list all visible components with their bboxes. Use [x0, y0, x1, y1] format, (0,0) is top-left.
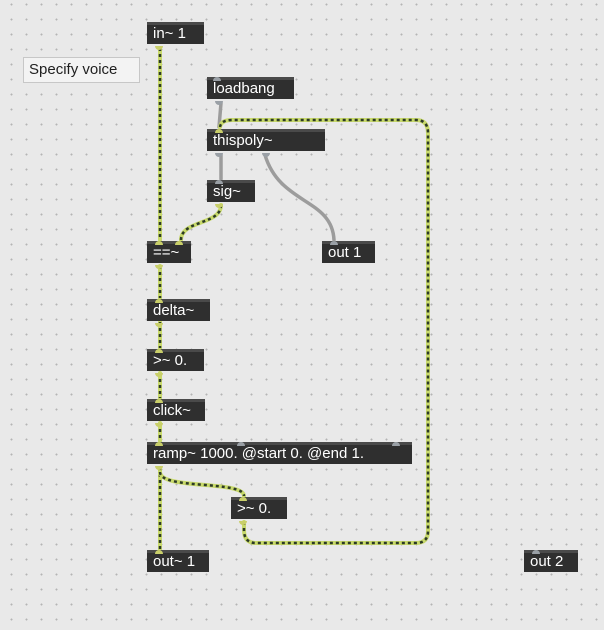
inlet-port[interactable]	[155, 299, 163, 303]
in-tilde-1-object[interactable]: in~ 1	[147, 22, 204, 50]
inlet-port-mid[interactable]	[237, 442, 245, 446]
loadbang-object[interactable]: loadbang	[207, 77, 294, 105]
equals-tilde-object[interactable]: ==~	[147, 241, 191, 269]
inlet-port[interactable]	[155, 399, 163, 403]
cable-ramp-to-gte2[interactable]	[158, 471, 246, 497]
in-tilde-1-label: in~ 1	[153, 25, 186, 42]
greater-than-label-1: >~ 0.	[153, 352, 188, 369]
click-label: click~	[153, 402, 191, 419]
specify-voice-comment[interactable]: Specify voice	[23, 57, 140, 83]
specify-voice-comment-text: Specify voice	[29, 61, 118, 78]
out-1-label: out 1	[328, 244, 362, 261]
inlet-port-right[interactable]	[392, 442, 400, 446]
cable-loadbang-to-thispoly[interactable]	[217, 101, 223, 129]
out-1-object[interactable]: out 1	[322, 241, 375, 263]
inlet-port[interactable]	[239, 497, 247, 501]
out-2-object[interactable]: out 2	[524, 550, 578, 572]
outlet-port[interactable]	[155, 423, 163, 427]
inlet-port-right[interactable]	[175, 241, 183, 245]
out-2-label: out 2	[530, 553, 564, 570]
inlet-port[interactable]	[213, 77, 221, 81]
outlet-port-right[interactable]	[262, 153, 270, 157]
greater-than-tilde-object-1[interactable]: >~ 0.	[147, 349, 204, 377]
inlet-port[interactable]	[330, 241, 338, 245]
outlet-port[interactable]	[155, 466, 163, 470]
outlet-port[interactable]	[239, 521, 247, 525]
inlet-port[interactable]	[532, 550, 540, 554]
equals-label: ==~	[153, 244, 180, 261]
thispoly-tilde-object[interactable]: thispoly~	[207, 129, 325, 157]
inlet-port[interactable]	[215, 180, 223, 184]
greater-than-label-2: >~ 0.	[237, 500, 272, 517]
inlet-port[interactable]	[155, 550, 163, 554]
outlet-port[interactable]	[155, 323, 163, 327]
outlet-port[interactable]	[215, 101, 223, 105]
inlet-port[interactable]	[155, 442, 163, 446]
inlet-port[interactable]	[215, 129, 223, 133]
delta-tilde-object[interactable]: delta~	[147, 299, 210, 327]
out-tilde-1-object[interactable]: out~ 1	[147, 550, 209, 572]
loadbang-label: loadbang	[213, 80, 275, 97]
click-tilde-object[interactable]: click~	[147, 399, 205, 427]
outlet-port-left[interactable]	[215, 153, 223, 157]
outlet-port[interactable]	[155, 46, 163, 50]
cable-sig-to-eq[interactable]	[179, 204, 223, 241]
cable-thispoly-to-out1[interactable]	[263, 153, 336, 242]
delta-label: delta~	[153, 302, 195, 319]
greater-than-tilde-object-2[interactable]: >~ 0.	[231, 497, 287, 525]
ramp-tilde-object[interactable]: ramp~ 1000. @start 0. @end 1.	[147, 442, 412, 470]
sig-label: sig~	[213, 183, 241, 200]
thispoly-label: thispoly~	[213, 132, 273, 149]
outlet-port[interactable]	[155, 373, 163, 377]
ramp-label: ramp~ 1000. @start 0. @end 1.	[153, 445, 364, 462]
inlet-port-left[interactable]	[155, 241, 163, 245]
inlet-port[interactable]	[155, 349, 163, 353]
sig-tilde-object[interactable]: sig~	[207, 180, 255, 208]
outlet-port[interactable]	[215, 204, 223, 208]
out-tilde-1-label: out~ 1	[153, 553, 196, 570]
outlet-port[interactable]	[155, 265, 163, 269]
